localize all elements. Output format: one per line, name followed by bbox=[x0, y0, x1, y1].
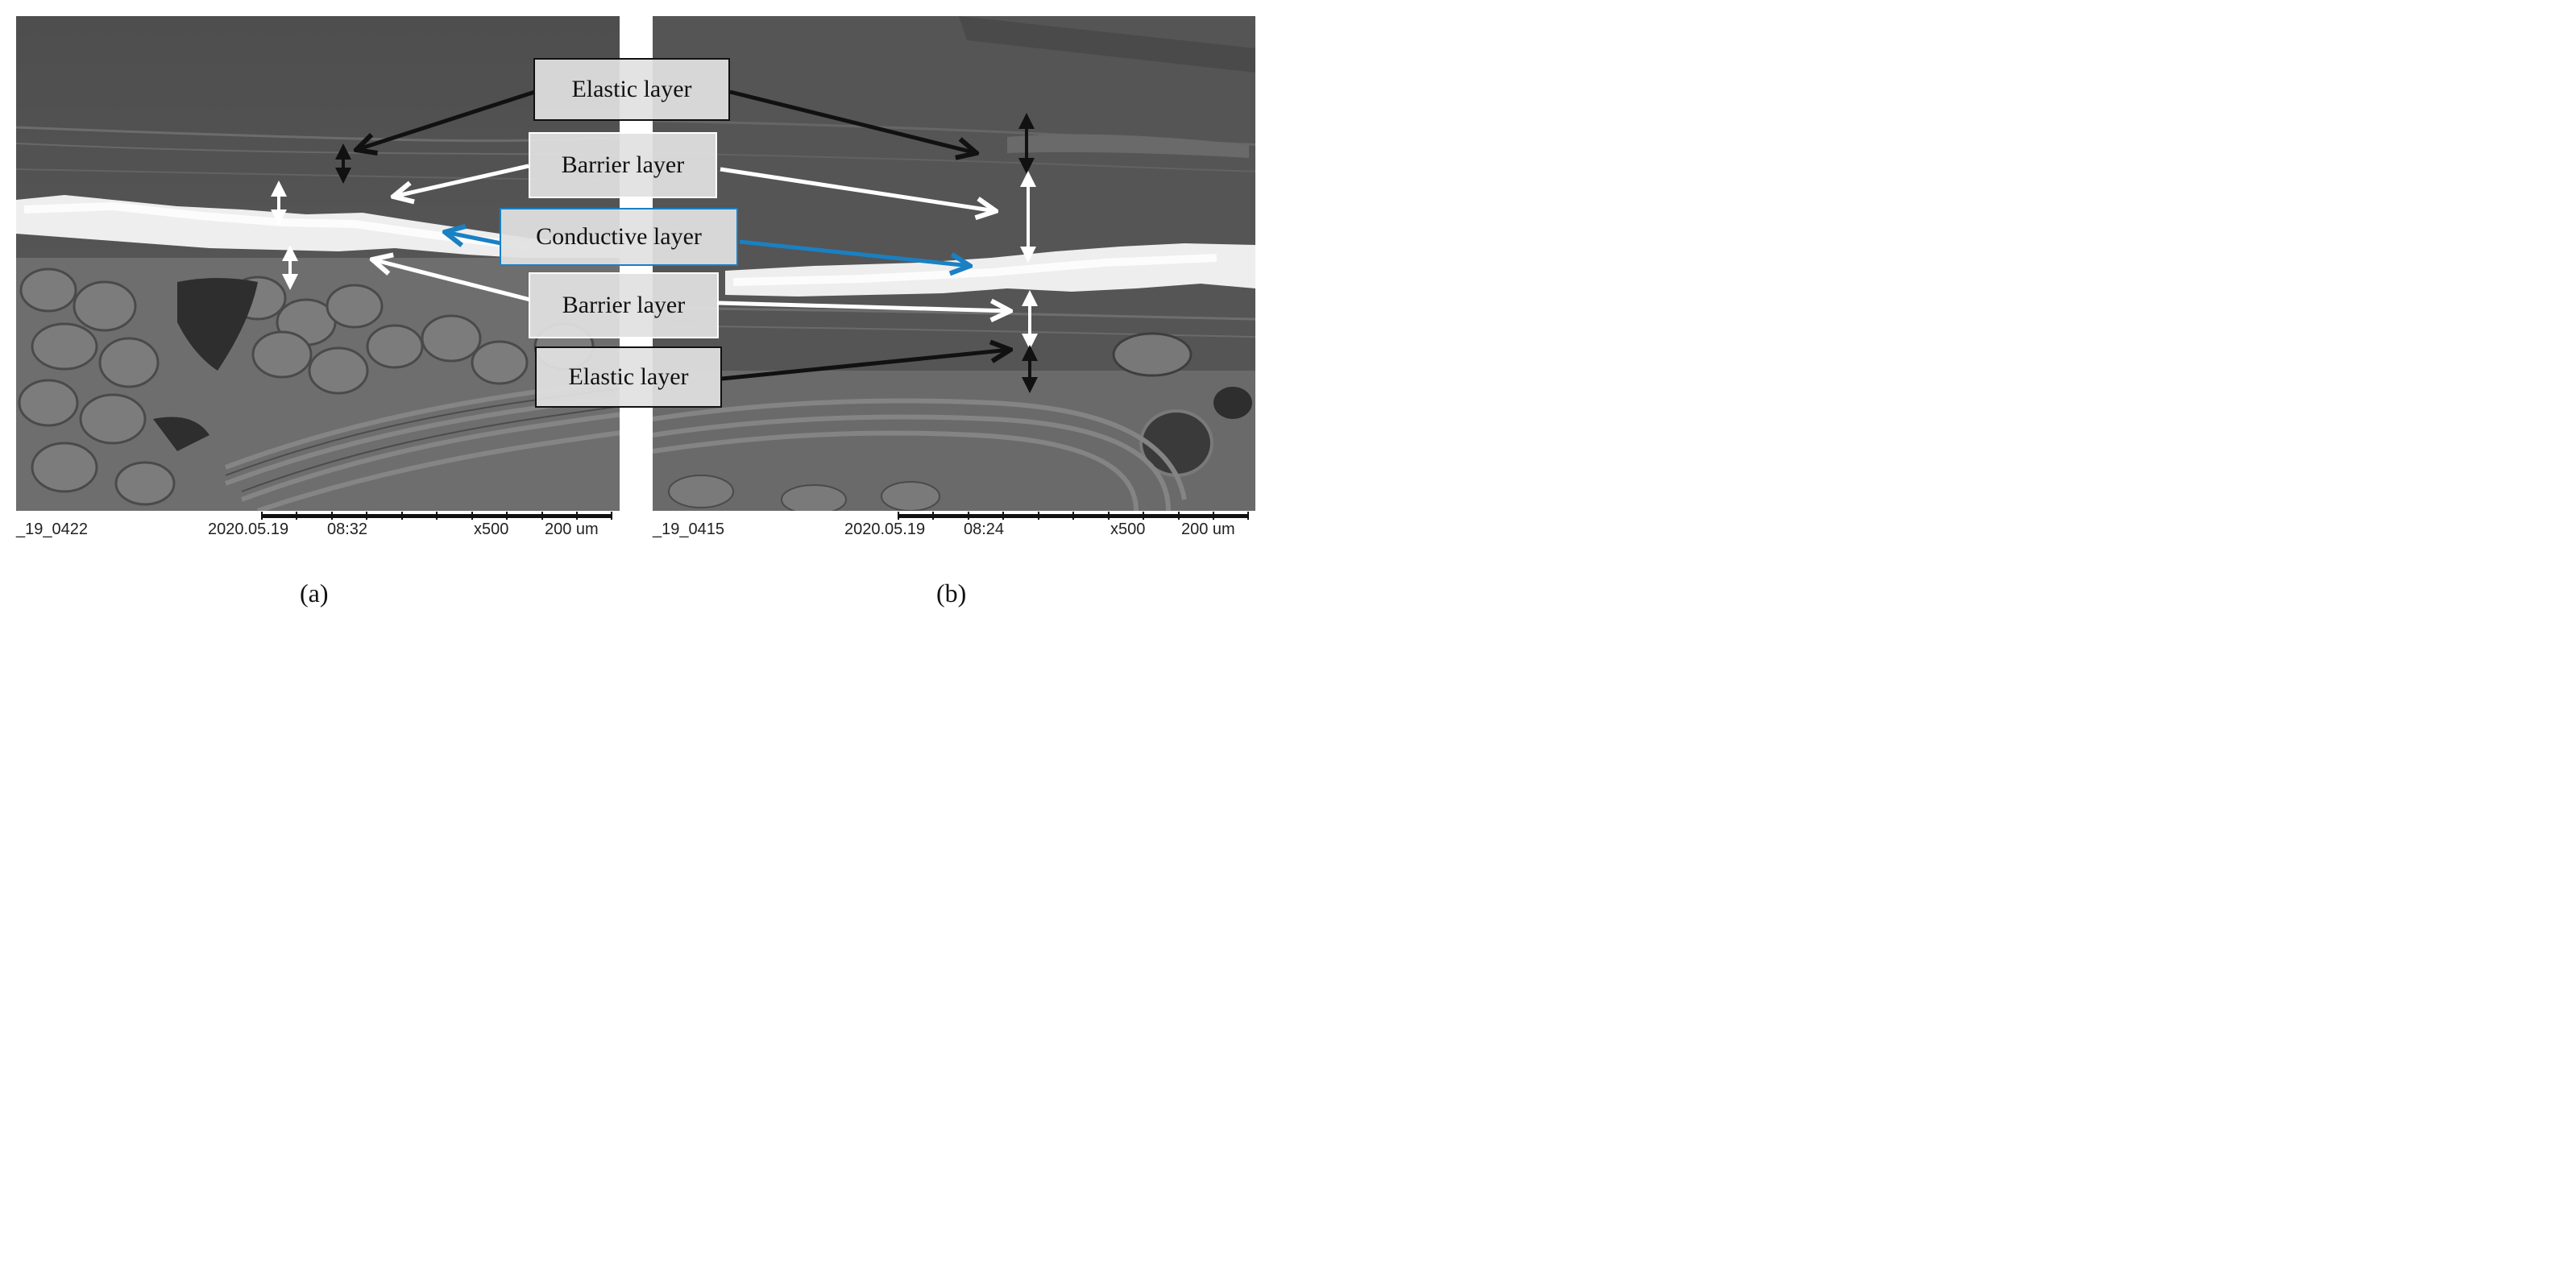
caption-b: (b) bbox=[936, 579, 967, 608]
magnification: x500 bbox=[1110, 520, 1146, 538]
scale-label: 200 um bbox=[545, 520, 599, 538]
sem-info-bar-a: _19_0422 2020.05.19 08:32 x500 200 um bbox=[16, 511, 620, 543]
label-elastic-layer-bottom: Elastic layer bbox=[535, 346, 722, 408]
scale-ticks bbox=[898, 512, 1249, 520]
conductive-pointer-b bbox=[739, 239, 970, 266]
conductive-pointer-a bbox=[445, 232, 502, 243]
label-barrier-layer-bottom: Barrier layer bbox=[529, 272, 719, 338]
elastic-top-pointer-b bbox=[729, 89, 977, 153]
sem-info-bar-b: _19_0415 2020.05.19 08:24 x500 200 um bbox=[653, 511, 1255, 543]
barrier-bottom-pointer-a bbox=[372, 259, 531, 302]
acquisition-time: 08:24 bbox=[964, 520, 1005, 538]
acquisition-date: 2020.05.19 bbox=[208, 520, 289, 538]
elastic-top-pointer-a bbox=[356, 89, 536, 150]
barrier-top-pointer-a bbox=[393, 164, 529, 197]
barrier-bottom-pointer-b bbox=[718, 303, 1010, 311]
label-conductive-layer: Conductive layer bbox=[500, 208, 738, 266]
scale-ticks bbox=[261, 512, 612, 520]
magnification: x500 bbox=[474, 520, 509, 538]
acquisition-time: 08:32 bbox=[327, 520, 368, 538]
annotation-arrows bbox=[271, 89, 1038, 393]
image-code: _19_0422 bbox=[16, 520, 88, 538]
label-elastic-layer-top: Elastic layer bbox=[533, 58, 730, 121]
caption-a: (a) bbox=[300, 579, 329, 608]
scale-label: 200 um bbox=[1181, 520, 1235, 538]
image-code: _19_0415 bbox=[653, 520, 724, 538]
acquisition-date: 2020.05.19 bbox=[844, 520, 926, 538]
elastic-bottom-pointer-b bbox=[721, 350, 1010, 381]
barrier-top-pointer-b bbox=[720, 167, 996, 211]
label-barrier-layer-top: Barrier layer bbox=[529, 132, 717, 198]
